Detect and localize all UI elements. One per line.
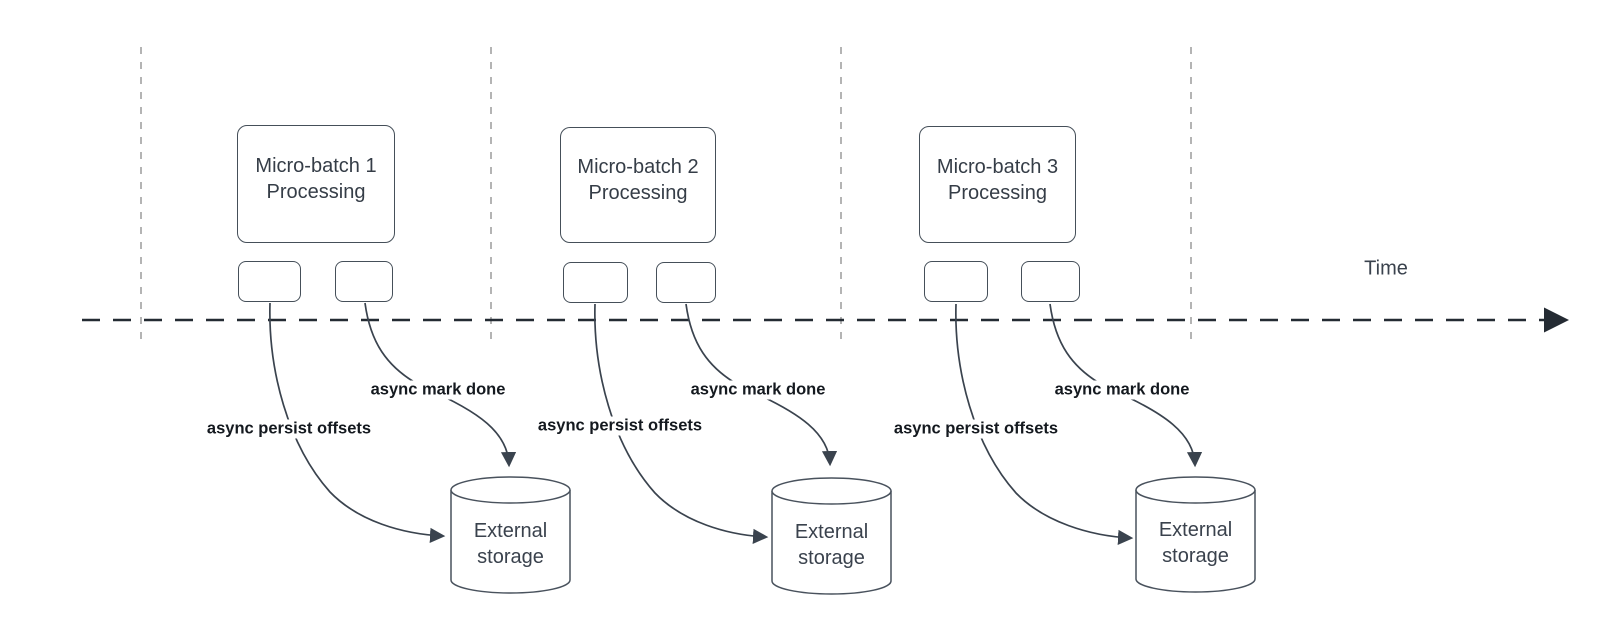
external-storage-cylinder-1: [450, 476, 571, 594]
micro-batch-1-done-task-box: [335, 261, 393, 302]
micro-batch-2-processing-box: Micro-batch 2 Processing: [560, 127, 716, 243]
external-storage-cylinder-2: [771, 477, 892, 595]
persist-offsets-label-1: async persist offsets: [202, 419, 376, 439]
mark-done-label-2: async mark done: [686, 380, 830, 400]
mark-done-label-1: async mark done: [366, 380, 510, 400]
persist-offsets-arrow-1: [269, 302, 446, 544]
time-axis-label: Time: [1364, 257, 1408, 280]
micro-batch-2-done-task-box: [656, 262, 716, 303]
external-storage-label-2: External storage: [794, 521, 869, 569]
persist-offsets-label-2: async persist offsets: [533, 416, 707, 436]
micro-batch-3-processing-box: Micro-batch 3 Processing: [919, 126, 1076, 243]
persist-offsets-arrow-2: [594, 303, 769, 544]
persist-offsets-arrow-3: [955, 303, 1134, 546]
micro-batch-1-offset-task-box: [238, 261, 301, 302]
external-storage-cylinder-3: [1135, 476, 1256, 593]
micro-batch-3-offset-task-box: [924, 261, 988, 302]
external-storage-label-1: External storage: [473, 520, 548, 568]
mark-done-label-3: async mark done: [1050, 380, 1194, 400]
interval-guide-lines: [140, 47, 1192, 340]
micro-batch-2-offset-task-box: [563, 262, 628, 303]
external-storage-label-3: External storage: [1158, 519, 1233, 567]
persist-offsets-label-3: async persist offsets: [889, 419, 1063, 439]
micro-batch-3-done-task-box: [1021, 261, 1080, 302]
micro-batch-1-processing-box: Micro-batch 1 Processing: [237, 125, 395, 243]
